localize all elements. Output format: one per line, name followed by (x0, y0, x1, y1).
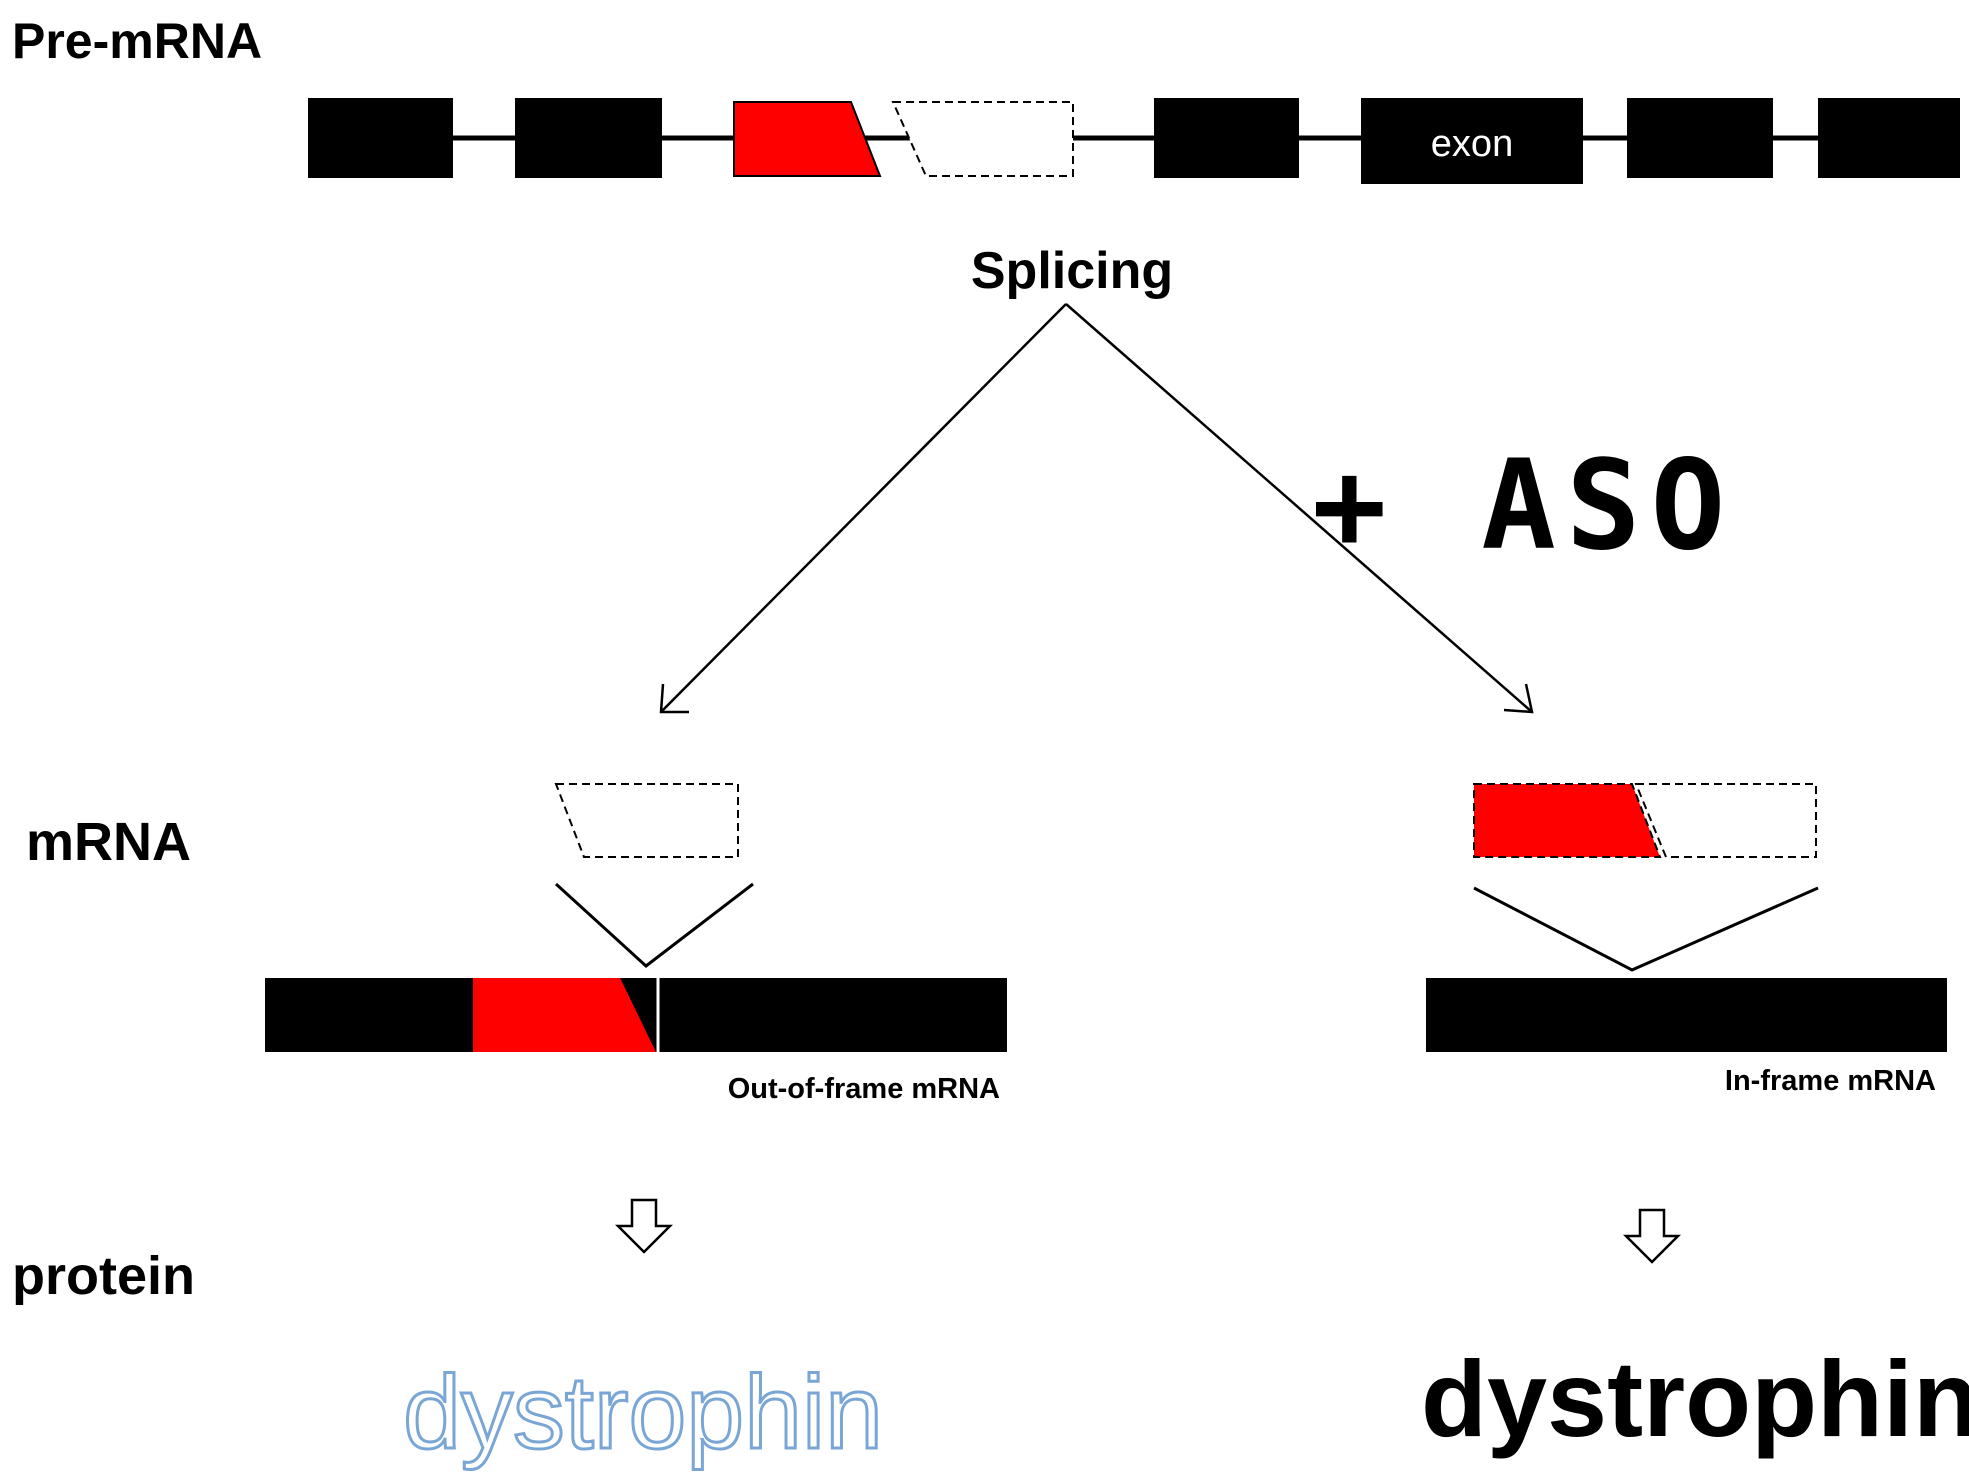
skipped-exon-outline-left (554, 783, 739, 858)
in-frame-label: In-frame mRNA (1725, 1065, 1936, 1097)
left-branch-arrow (660, 303, 1067, 713)
splice-junction-right (1473, 886, 1819, 972)
pre-mrna-label: Pre-mRNA (12, 13, 262, 69)
out-of-frame-label: Out-of-frame mRNA (728, 1073, 1000, 1105)
exon-label: exon (1431, 123, 1513, 165)
dystrophin-absent-text: dystrophin (403, 1355, 883, 1471)
skipped-exon-outline (891, 101, 1074, 177)
left-arrowhead (659, 683, 689, 714)
skipped-exon-outline-right (1634, 783, 1817, 858)
down-arrow-left-icon (614, 1198, 674, 1254)
translation-arrows (614, 1198, 1682, 1264)
exon-2 (515, 98, 662, 178)
splice-junction-left (554, 882, 754, 968)
aso-label: + ASO (1312, 434, 1735, 578)
dystrophin-present-text: dystrophin (1421, 1338, 1969, 1459)
exon-8 (1818, 98, 1960, 178)
mutant-exon-right (1473, 783, 1662, 858)
exon-7 (1627, 98, 1773, 178)
mrna-label: mRNA (26, 812, 191, 872)
out-of-frame-splice: Out-of-frame mRNA (265, 783, 1007, 1105)
mutant-exon-left (473, 978, 656, 1052)
protein-label: protein (12, 1246, 195, 1306)
exon-labeled (1361, 98, 1583, 184)
splicing-arrows (659, 303, 1534, 714)
mutant-exon (733, 101, 882, 177)
splicing-label: Splicing (971, 242, 1173, 300)
exon-1 (308, 98, 453, 178)
mrna-bar-right (1426, 978, 1947, 1052)
exon-5 (1154, 98, 1299, 178)
right-branch-arrow (1065, 303, 1533, 713)
right-arrowhead (1503, 683, 1534, 714)
down-arrow-right-icon (1622, 1208, 1682, 1264)
in-frame-splice: In-frame mRNA (1426, 783, 1947, 1097)
pre-mrna-strand: exon (308, 98, 1960, 184)
